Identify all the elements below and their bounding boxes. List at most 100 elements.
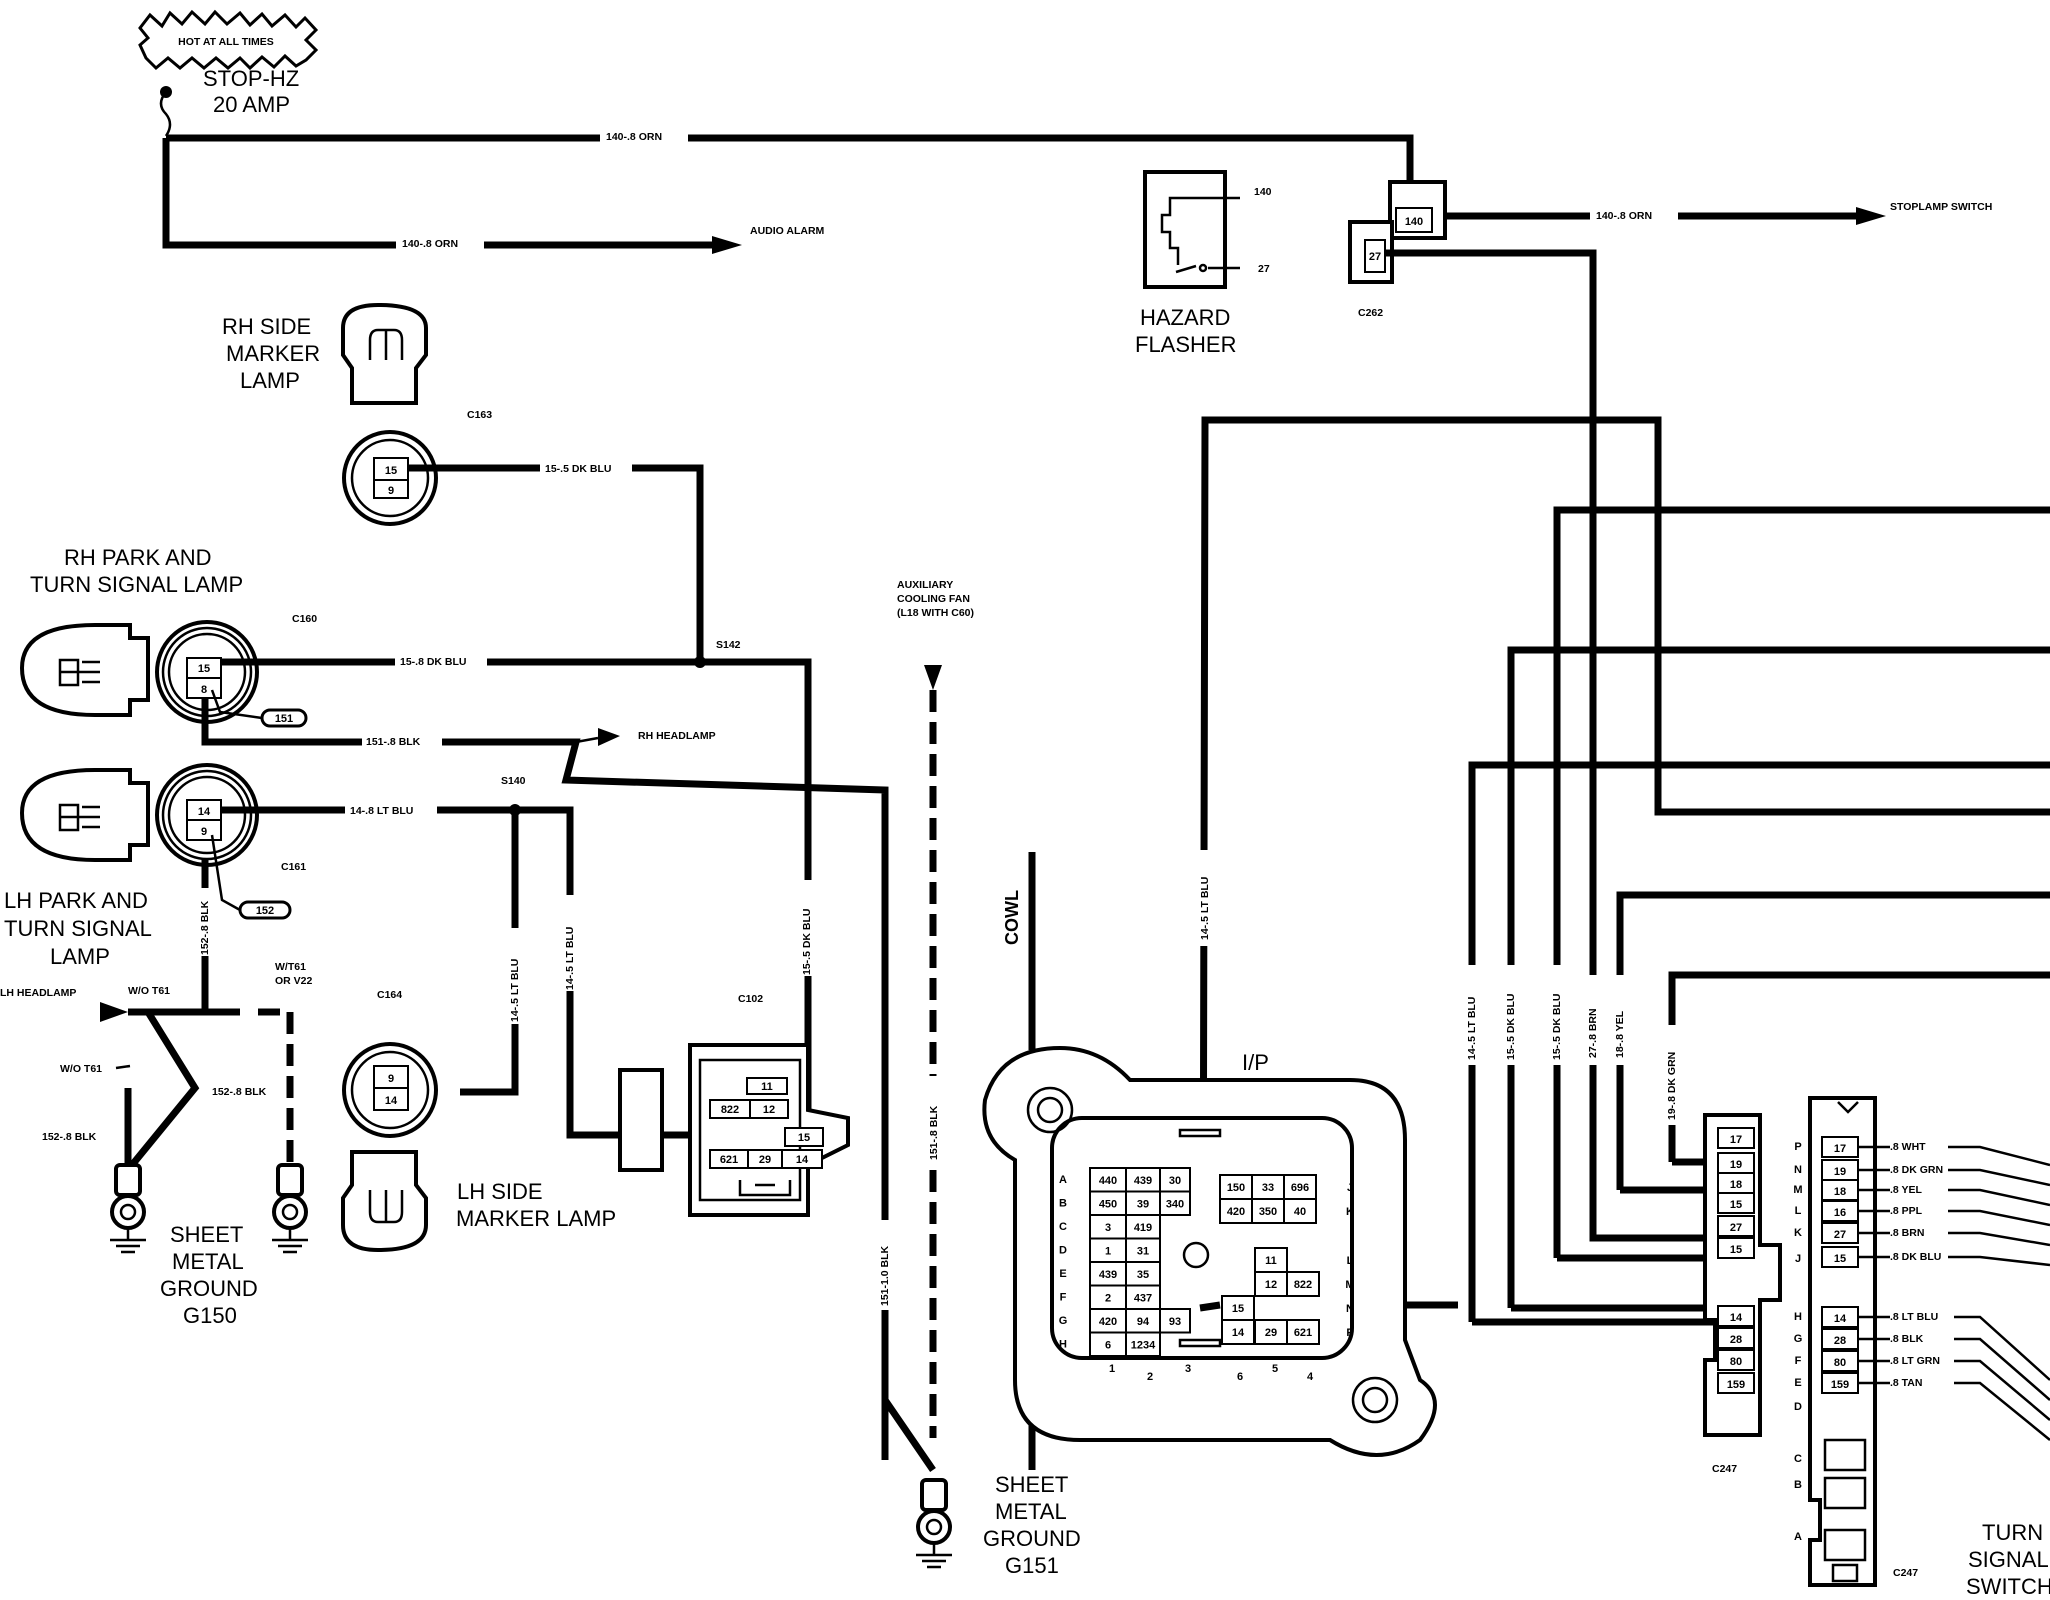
c247-label-a: C247 (1712, 1463, 1737, 1475)
pin-letter: A (1794, 1531, 1802, 1543)
c100-cavity (1159, 1308, 1191, 1334)
pin-number: 27 (1834, 1229, 1846, 1241)
row-letter: K (1346, 1206, 1354, 1218)
svg-text:140: 140 (1254, 186, 1272, 198)
g151-label: SHEET (995, 1472, 1068, 1497)
row-letter: P (1346, 1327, 1353, 1339)
pin-number: 33 (1262, 1182, 1274, 1194)
g150-label: SHEET (170, 1222, 243, 1247)
switch-wire-label: .8 LT GRN (1890, 1355, 1940, 1367)
row-letter: M (1345, 1279, 1354, 1291)
cowl-label: COWL (1002, 890, 1022, 945)
rh-park-turn-lamp: RH PARK AND TURN SIGNAL LAMP 15 8 C160 1… (19, 545, 317, 728)
c247-cavity (1717, 1305, 1755, 1327)
pin-number: 419 (1134, 1222, 1152, 1234)
dest-rh-headlamp: RH HEADLAMP (638, 730, 716, 742)
connector-c102: C102 11 822 12 15 621 29 14 (618, 993, 850, 1217)
pin-number: 40 (1294, 1206, 1306, 1218)
dest-stoplamp-switch: STOPLAMP SWITCH (1890, 201, 1992, 213)
pin-number: 29 (1265, 1327, 1277, 1339)
label-wo-t61-b: W/O T61 (60, 1063, 102, 1075)
pin-letter: J (1795, 1253, 1801, 1265)
switch-lead (1954, 1381, 2050, 1441)
pin-number: 1 (1105, 1246, 1111, 1258)
svg-text:29: 29 (759, 1154, 771, 1166)
pin-letter: C (1794, 1453, 1802, 1465)
c160-tag: 151 (275, 713, 293, 725)
switch-wire-label: .8 WHT (1890, 1141, 1926, 1153)
column-number: 5 (1272, 1363, 1278, 1375)
svg-text:15: 15 (385, 465, 397, 477)
rh-side-marker-lamp: RH SIDE MARKER LAMP (222, 302, 428, 405)
connector-c163: 15 9 C163 15-.5 DK BLU (342, 409, 704, 662)
row-letter: J (1347, 1182, 1353, 1194)
c247-cavity (1717, 1237, 1755, 1259)
switch-lead (1948, 1188, 2050, 1207)
ip-wire: 14-.5 LT BLU (1196, 850, 1221, 1312)
rh-park-turn-label: RH PARK AND (64, 545, 212, 570)
svg-text:SWITCH: SWITCH (1966, 1574, 2050, 1599)
hazard-flasher: 140 27 HAZARD FLASHER (1135, 170, 1272, 357)
pin-number: 15 (1730, 1244, 1742, 1256)
blk-151-wire: 151-.8 BLK RH HEADLAMP (201, 698, 889, 1460)
switch-lead (1948, 1168, 2050, 1187)
pin-number: 340 (1166, 1199, 1184, 1211)
pin-number: 420 (1099, 1316, 1117, 1328)
pin-number: 350 (1259, 1206, 1277, 1218)
wire-label-blk-152-vert: 152-.8 BLK (199, 900, 211, 955)
svg-text:GROUND: GROUND (983, 1526, 1081, 1551)
pin-number: 450 (1099, 1199, 1117, 1211)
turn-signal-switch-label: TURN (1982, 1520, 2043, 1545)
svg-text:14: 14 (198, 806, 211, 818)
hot-badge-text: HOT AT ALL TIMES (178, 36, 274, 48)
hazard-flasher-label: HAZARD (1140, 305, 1230, 330)
svg-text:822: 822 (721, 1104, 739, 1116)
c247-cavity (1717, 1127, 1755, 1149)
pin-number: 16 (1834, 1207, 1846, 1219)
svg-text:TURN SIGNAL: TURN SIGNAL (4, 916, 152, 941)
row-letter: B (1059, 1198, 1067, 1210)
pin-number: 6 (1105, 1340, 1111, 1352)
svg-text:TURN SIGNAL LAMP: TURN SIGNAL LAMP (30, 572, 243, 597)
wire-label-ltblu-s140: 14-.5 LT BLU (509, 959, 521, 1022)
pin-number: 440 (1099, 1175, 1117, 1187)
pin-number: 159 (1727, 1379, 1745, 1391)
c164-label: C164 (377, 989, 402, 1001)
c100-cavity (1283, 1198, 1317, 1224)
svg-text:MARKER LAMP: MARKER LAMP (456, 1206, 616, 1231)
pin-number: 11 (1265, 1255, 1277, 1267)
pin-number: 14 (1834, 1313, 1847, 1325)
label-wo-t61-a: W/O T61 (128, 985, 170, 997)
svg-text:27: 27 (1258, 263, 1270, 275)
pin-number: 437 (1134, 1293, 1152, 1305)
pin-number: 93 (1169, 1316, 1181, 1328)
wire-label-blk-152-left: 152-.8 BLK (42, 1131, 97, 1143)
label-wt61: W/T61 (275, 961, 306, 973)
row-letter: A (1059, 1174, 1067, 1186)
wire-label-blk-151: 151-.8 BLK (366, 736, 421, 748)
switch-wire-label: .8 YEL (1890, 1184, 1922, 1196)
pin-number: 15 (1730, 1199, 1742, 1211)
svg-text:GROUND: GROUND (160, 1276, 258, 1301)
orn-wires: 140-.8 ORN 140-.8 ORN AUDIO ALARM 140-.8… (162, 127, 1992, 254)
svg-text:8: 8 (201, 684, 207, 696)
switch-lead (1948, 1231, 2050, 1247)
pin-number: 94 (1137, 1316, 1150, 1328)
wire-label-ltblu-c161: 14-.8 LT BLU (350, 805, 413, 817)
row-letter: G (1059, 1315, 1068, 1327)
svg-text:COOLING FAN: COOLING FAN (897, 593, 970, 605)
switch-lead (1954, 1315, 2050, 1381)
lh-side-marker-label: LH SIDE (457, 1179, 543, 1204)
c100-cavity (1254, 1247, 1288, 1273)
wire-label-dkblu-right1: 15-.5 DK BLU (1505, 993, 1517, 1060)
wire-label-brn-right: 27-.8 BRN (1587, 1008, 1599, 1058)
pin-number: 19 (1730, 1159, 1742, 1171)
aux-fan-ground: AUXILIARY COOLING FAN (L18 WITH C60) 151… (876, 579, 1081, 1578)
wire-label-orn-top: 140-.8 ORN (606, 131, 662, 143)
switch-lead (1954, 1359, 2050, 1421)
wire-label-dkblu-c160: 15-.8 DK BLU (400, 656, 467, 668)
s140-label: S140 (501, 775, 526, 787)
lh-park-turn-label: LH PARK AND (4, 888, 148, 913)
rh-side-marker-label: RH SIDE (222, 314, 311, 339)
